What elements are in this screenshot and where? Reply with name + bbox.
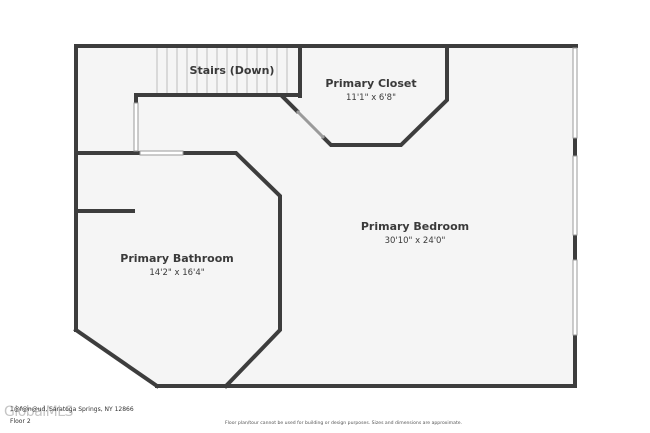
walls: [73, 44, 578, 389]
openings: [133, 47, 578, 336]
watermark-logo: GlobalMLS: [4, 404, 73, 420]
stairs-label: Stairs (Down): [190, 64, 275, 77]
bedroom-label: Primary Bedroom: [361, 220, 469, 233]
disclaimer-text: Floor plan/tour cannot be used for build…: [225, 421, 463, 426]
closet-label: Primary Closet: [325, 77, 416, 90]
address-text: 1@f@n@ud, Saratoga Springs, NY 12866: [10, 406, 134, 413]
stairs: [156, 48, 288, 94]
bathroom-label: Primary Bathroom: [120, 252, 233, 265]
bedroom-dimensions: 30'10" x 24'0": [385, 236, 446, 246]
floor-label: Floor 2: [10, 418, 31, 425]
bathroom-dimensions: 14'2" x 16'4": [149, 268, 204, 278]
floor-area: [76, 46, 575, 386]
closet-dimensions: 11'1" x 6'8": [346, 93, 396, 103]
